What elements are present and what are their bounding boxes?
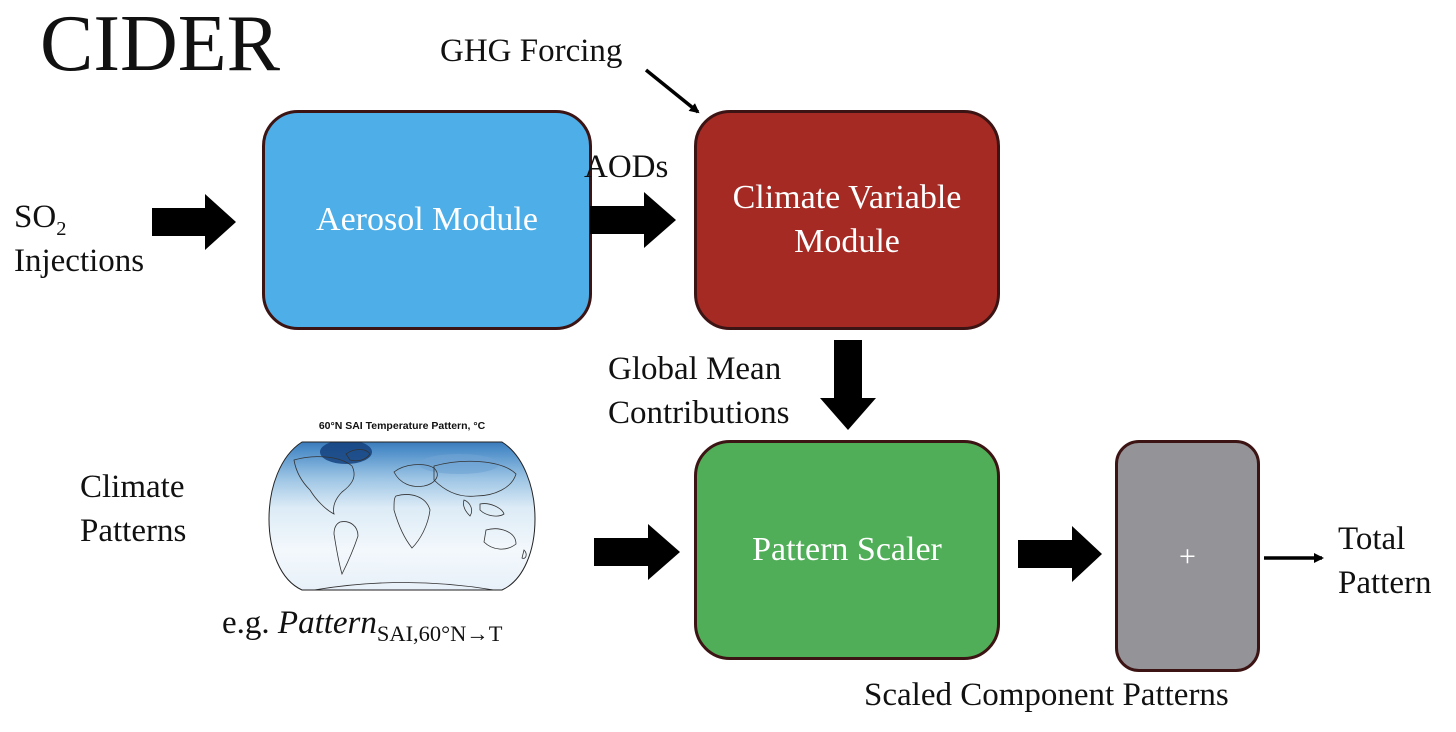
aerosol-module-label: Aerosol Module: [316, 200, 538, 238]
map-title: 60°N SAI Temperature Pattern, °C: [318, 420, 486, 432]
climate-pattern-map: 60°N SAI Temperature Pattern, °C: [254, 420, 550, 600]
global-mean-line2: Contributions: [608, 394, 790, 431]
global-mean-contributions-label: Global Mean Contributions: [608, 348, 790, 436]
total-line2: Pattern: [1338, 564, 1432, 601]
pattern-scaler-box: Pattern Scaler: [694, 440, 1000, 660]
arrow-scaler-to-sum: [1018, 526, 1102, 582]
arrow-so2-to-aerosol: [152, 194, 236, 250]
climate-variable-module-box: Climate Variable Module: [694, 110, 1000, 330]
arrow-aods: [590, 192, 676, 248]
sum-box: +: [1115, 440, 1260, 672]
example-pattern-caption: e.g. PatternSAI,60°N→T: [222, 602, 502, 646]
example-pattern-subscript: SAI,60°N→T: [376, 620, 503, 646]
so2-label: SO: [14, 199, 57, 235]
arrow-global-mean-down: [820, 340, 876, 430]
pattern-scaler-label: Pattern Scaler: [752, 530, 942, 568]
arrow-ghg-forcing: [644, 68, 700, 114]
total-line1: Total: [1338, 521, 1406, 557]
climate-patterns-label: Climate Patterns: [80, 466, 186, 554]
plus-sign: +: [1179, 539, 1196, 573]
climate-patterns-line1: Climate: [80, 469, 185, 505]
injections-label: Injections: [14, 242, 145, 279]
so2-injections-label: SO2 Injections: [14, 196, 144, 284]
so2-subscript: 2: [56, 217, 67, 240]
climate-patterns-line2: Patterns: [80, 512, 187, 549]
arrow-patterns-to-scaler: [594, 524, 680, 580]
total-pattern-label: Total Pattern: [1338, 518, 1431, 606]
climate-module-line2: Module: [794, 223, 900, 260]
ghg-forcing-label: GHG Forcing: [440, 33, 623, 69]
world-map-icon: [268, 441, 536, 591]
aods-label: AODs: [584, 149, 669, 185]
example-prefix: e.g.: [222, 605, 278, 641]
example-pattern-italic: Pattern: [277, 605, 377, 641]
diagram-title: CIDER: [40, 0, 280, 88]
scaled-component-patterns-label: Scaled Component Patterns: [864, 677, 1229, 713]
climate-module-line1: Climate Variable: [732, 178, 962, 216]
global-mean-line1: Global Mean: [608, 351, 782, 387]
